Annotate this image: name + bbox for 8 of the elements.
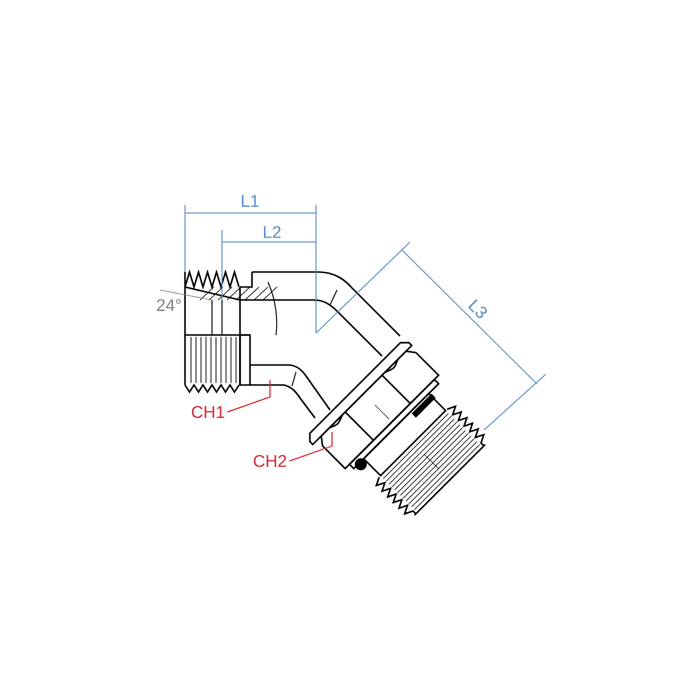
dimension-label: 24° [157,299,181,311]
leader-line [289,432,333,462]
dimension-label: L1 [242,195,259,207]
leader-line [227,380,271,413]
dimension-label: L3 [468,299,487,318]
part-label: CH2 [254,455,286,468]
dimension-label: L2 [264,226,281,238]
part-label: CH1 [192,406,224,418]
